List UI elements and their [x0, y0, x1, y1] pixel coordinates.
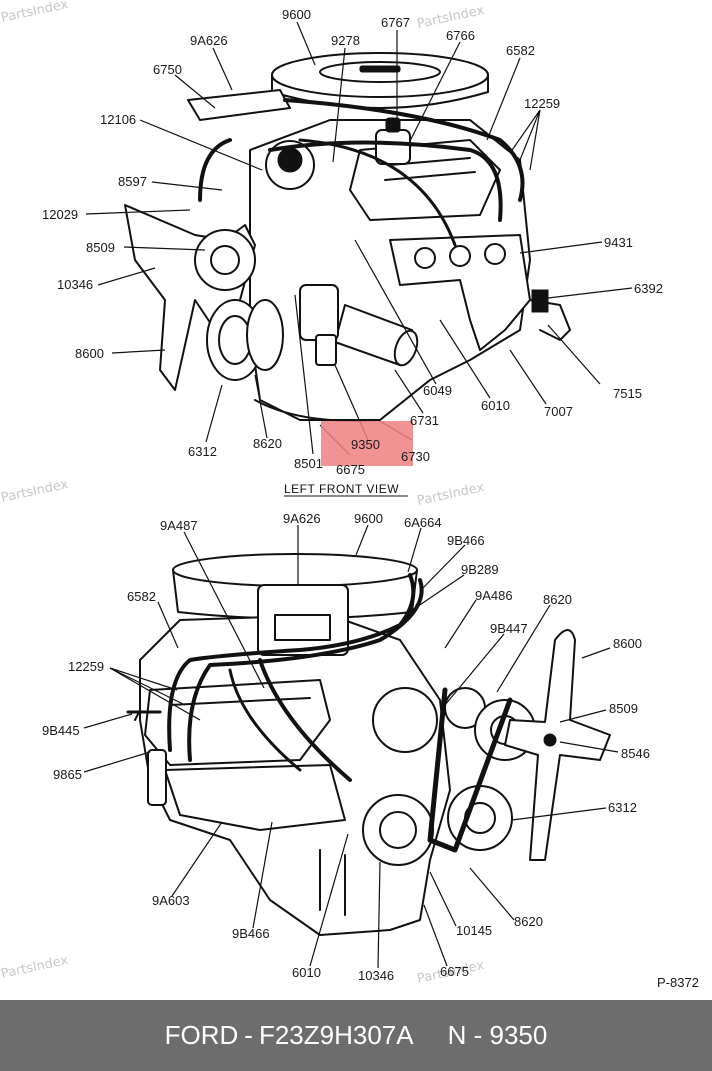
watermark: PartsIndex	[0, 953, 70, 982]
part-label: 12259	[68, 659, 104, 674]
highlight-box	[321, 421, 413, 466]
part-label: 9A626	[283, 511, 321, 526]
part-label: 6766	[446, 28, 475, 43]
highlighted-part-label: 9350	[351, 437, 380, 452]
part-label: 8509	[86, 240, 115, 255]
part-label: 6767	[381, 15, 410, 30]
part-label: 6312	[188, 444, 217, 459]
part-label: 9B289	[461, 562, 499, 577]
part-label: 9431	[604, 235, 633, 250]
part-label: 9865	[53, 767, 82, 782]
bottom-labels: 9A487 9A626 9600 6A664 9B466 9B289 6582 …	[42, 511, 699, 990]
part-label: 6582	[506, 43, 535, 58]
part-label: 12259	[524, 96, 560, 111]
part-label: 9A603	[152, 893, 190, 908]
part-label: 9B466	[447, 533, 485, 548]
part-label: 7007	[544, 404, 573, 419]
part-label: 12106	[100, 112, 136, 127]
part-label: 10145	[456, 923, 492, 938]
part-label: 9A486	[475, 588, 513, 603]
part-label: 6392	[634, 281, 663, 296]
part-label: 6675	[336, 462, 365, 477]
part-label: 6731	[410, 413, 439, 428]
part-label: 8620	[543, 592, 572, 607]
part-label: 10346	[358, 968, 394, 983]
part-label: 6049	[423, 383, 452, 398]
part-label: 8509	[609, 701, 638, 716]
part-label: 12029	[42, 207, 78, 222]
view-caption: LEFT FRONT VIEW	[284, 482, 399, 496]
part-label: 9A626	[190, 33, 228, 48]
footer-reference: N - 9350	[447, 1020, 548, 1050]
part-label: 6312	[608, 800, 637, 815]
part-label: 6010	[481, 398, 510, 413]
part-label: 6730	[401, 449, 430, 464]
part-label: 9B447	[490, 621, 528, 636]
part-label: 8546	[621, 746, 650, 761]
part-label: 9278	[331, 33, 360, 48]
part-label: 7515	[613, 386, 642, 401]
top-engine-drawing	[124, 52, 571, 422]
part-label: 9A487	[160, 518, 198, 533]
part-label: 8597	[118, 174, 147, 189]
part-label: 6010	[292, 965, 321, 980]
part-label: 6582	[127, 589, 156, 604]
footer-part-number: F23Z9H307A	[258, 1020, 414, 1050]
part-label: 8600	[613, 636, 642, 651]
footer-bar: FORD - F23Z9H307A N - 9350	[0, 1000, 712, 1071]
engine-diagram: PartsIndex PartsIndex PartsIndex PartsIn…	[0, 0, 699, 990]
part-label: 8600	[75, 346, 104, 361]
top-labels: 9600 9A626 9278 6767 6766 6582 6750 1225…	[42, 7, 663, 477]
part-label: 8620	[253, 436, 282, 451]
bottom-engine-drawing	[126, 553, 611, 936]
part-label: 6A664	[404, 515, 442, 530]
part-label: 9B466	[232, 926, 270, 941]
part-label: 10346	[57, 277, 93, 292]
part-label: 9600	[282, 7, 311, 22]
footer-brand: FORD	[164, 1020, 239, 1050]
part-label: 9600	[354, 511, 383, 526]
part-label: 8620	[514, 914, 543, 929]
part-label: 8501	[294, 456, 323, 471]
figure-id: P-8372	[657, 975, 699, 990]
watermark: PartsIndex	[0, 0, 70, 26]
footer-separator: -	[244, 1020, 253, 1050]
watermark: PartsIndex	[416, 480, 486, 509]
part-label: 6675	[440, 964, 469, 979]
watermark: PartsIndex	[0, 477, 70, 506]
diagram-canvas: PartsIndex PartsIndex PartsIndex PartsIn…	[0, 0, 699, 990]
part-label: 6750	[153, 62, 182, 77]
part-label: 9B445	[42, 723, 80, 738]
bottom-leader-lines	[83, 524, 619, 969]
